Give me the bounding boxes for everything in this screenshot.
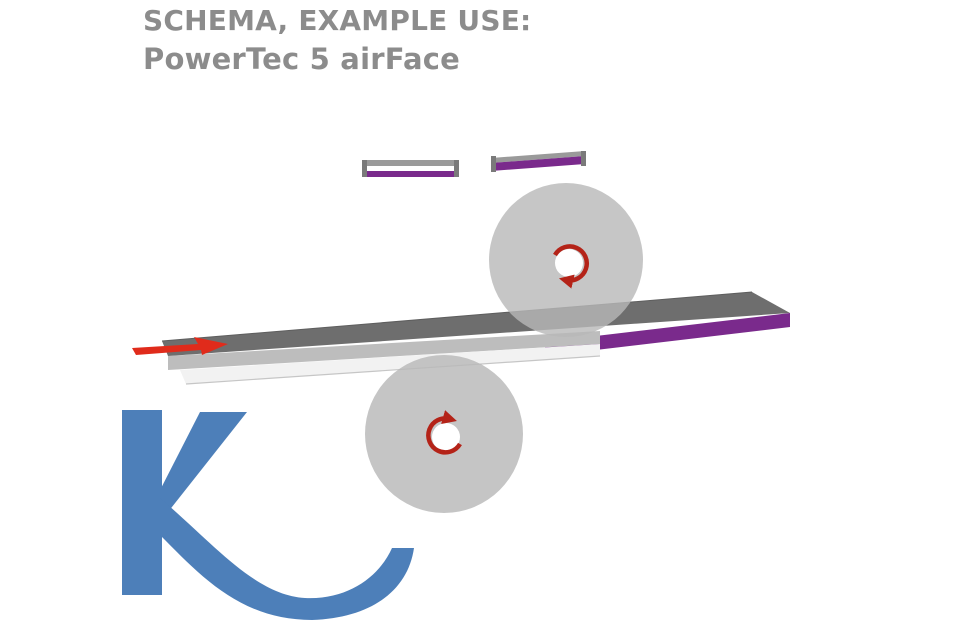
k-logo-icon [122, 410, 414, 620]
lower-roller [365, 355, 523, 513]
product-name: PowerTec 5 airFace [143, 42, 461, 76]
laminated-film [545, 313, 790, 356]
upper-roller [489, 183, 643, 337]
page-title: SCHEMA, EXAMPLE USE: [143, 4, 532, 37]
rotate-counterclockwise-icon [426, 410, 462, 455]
film-cassette-left [362, 160, 459, 177]
rotate-clockwise-icon [553, 244, 590, 289]
arrow-right-icon [132, 337, 228, 355]
substrate-board [161, 291, 790, 385]
film-cassette-right [491, 151, 586, 172]
